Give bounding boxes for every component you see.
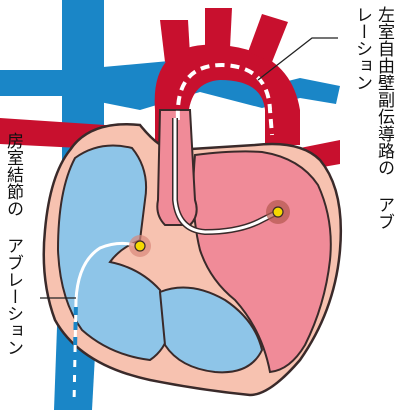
aortic-branch-2 [205,8,232,48]
label-left-line2: アブレーション [3,237,23,356]
electrode-av-node [135,241,145,251]
label-av-node-ablation: 房室結節の アブレーション [2,132,24,402]
aortic-branch-1 [160,20,190,62]
electrode-left-wall [273,207,283,217]
label-right-line1: 左室自由壁副伝導路の [374,6,394,176]
label-left-free-wall-ablation: 左室自由壁副伝導路の アブレーション [351,6,395,246]
label-left-line1: 房室結節の [3,132,23,217]
